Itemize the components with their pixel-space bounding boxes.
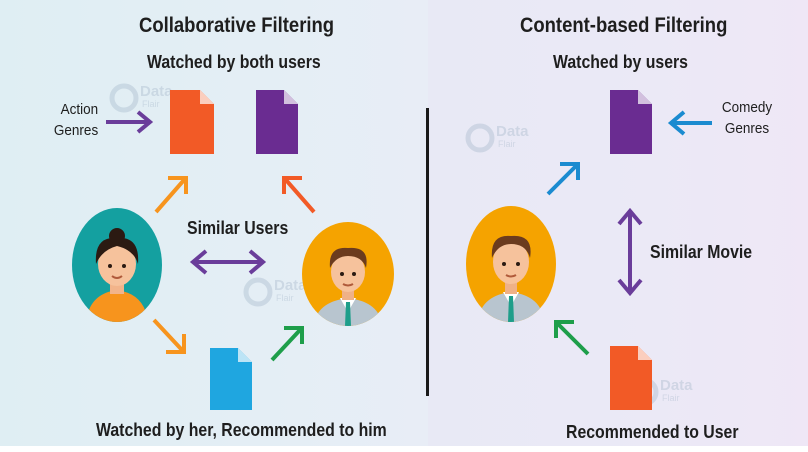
vertical-double-arrow-icon <box>617 207 643 297</box>
watermark-subtext: Flair <box>498 139 516 149</box>
comedy-label-line: Comedy <box>721 99 773 116</box>
male-user-avatar <box>302 222 394 326</box>
orange-document-icon <box>170 90 214 154</box>
content-based-filtering-title: Content-based Filtering <box>520 14 728 37</box>
watched-by-her-caption: Watched by her, Recommended to him <box>96 420 387 440</box>
double-arrow-icon <box>189 249 267 275</box>
male-user-avatar <box>466 206 556 322</box>
down-right-arrow-icon <box>152 318 186 354</box>
watermark-subtext: Flair <box>276 293 294 303</box>
comedy-genres-label: Comedy Genres <box>719 97 775 139</box>
up-left-arrow-icon <box>554 320 590 356</box>
orange-document-icon <box>610 346 652 410</box>
collaborative-filtering-title: Collaborative Filtering <box>139 14 335 37</box>
blue-document-icon <box>210 348 252 410</box>
bottom-border <box>0 446 808 452</box>
dataflair-watermark-logo: Data Flair <box>465 123 529 153</box>
up-right-arrow-icon <box>546 162 580 196</box>
panel-divider <box>426 108 429 396</box>
dataflair-watermark-logo: Data Flair <box>109 83 173 113</box>
watermark-text: Data <box>660 377 693 394</box>
genres-label-line: Genres <box>724 120 770 137</box>
up-left-arrow-icon <box>282 176 316 214</box>
up-right-arrow-icon <box>154 176 188 214</box>
action-genres-label: Action Genres <box>54 99 98 141</box>
right-arrow-icon <box>106 110 154 134</box>
watched-by-users-label: Watched by users <box>553 52 688 72</box>
recommended-to-user-caption: Recommended to User <box>566 422 739 442</box>
watermark-subtext: Flair <box>142 99 160 109</box>
action-label-line: Action <box>60 101 98 118</box>
watched-by-both-users-label: Watched by both users <box>147 52 321 72</box>
similar-users-label: Similar Users <box>187 218 289 238</box>
purple-document-icon <box>610 90 652 154</box>
watermark-text: Data <box>140 83 173 100</box>
watermark-text: Data <box>274 277 307 294</box>
purple-document-icon <box>256 90 298 154</box>
genres-label-line: Genres <box>53 122 98 139</box>
female-user-avatar <box>72 208 162 322</box>
watermark-subtext: Flair <box>662 393 680 403</box>
watermark-text: Data <box>496 123 529 140</box>
left-arrow-icon <box>667 110 712 136</box>
similar-movie-label: Similar Movie <box>650 242 753 262</box>
up-right-arrow-icon <box>270 326 304 362</box>
dataflair-watermark-logo: Data Flair <box>243 277 307 307</box>
